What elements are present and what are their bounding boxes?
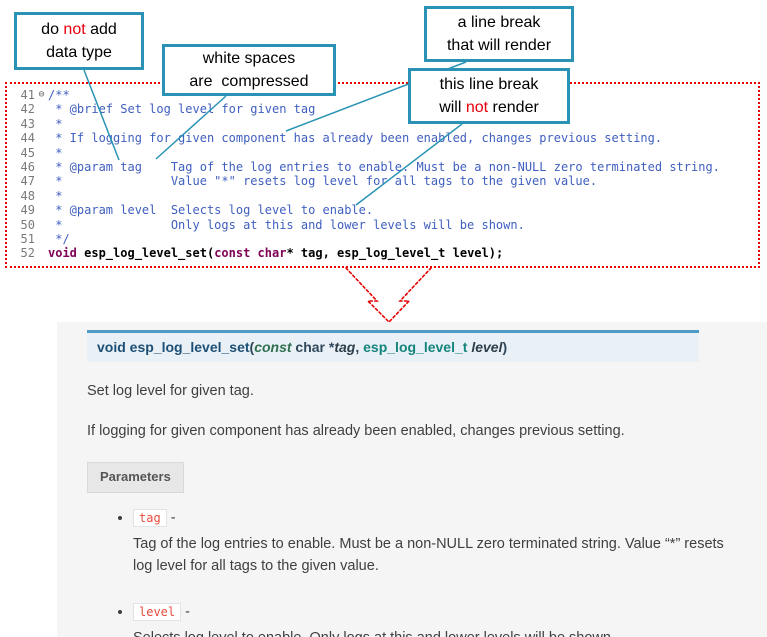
code-text: * Value "*" resets log level for all tag… xyxy=(48,174,598,189)
code-line: 45 * xyxy=(13,146,752,160)
code-line: 51 */ xyxy=(13,232,752,246)
fold-spacer xyxy=(35,189,48,203)
code-line: 43 * xyxy=(13,117,752,131)
signature-token: ) xyxy=(502,339,508,355)
signature-token: void xyxy=(97,339,130,355)
callout-line-break-renders: a line break that will render xyxy=(424,6,574,62)
callout-line-break-not-render: this line break will not render xyxy=(408,68,570,124)
code-text: * @param level Selects log level to enab… xyxy=(48,203,374,218)
code-text: * If logging for given component has alr… xyxy=(48,131,663,146)
line-number: 42 xyxy=(20,102,35,117)
code-lines: 41⊖/**42 * @brief Set log level for give… xyxy=(13,88,752,261)
code-line: 52 void esp_log_level_set(const char* tag… xyxy=(13,246,752,260)
brief-description: Set log level for given tag. xyxy=(87,383,254,399)
code-text: * @brief Set log level for given tag xyxy=(48,102,316,117)
callout-no-datatype: do not add data type xyxy=(14,12,144,70)
detailed-description: If logging for given component has alrea… xyxy=(87,423,625,439)
code-line: 49 * @param level Selects log level to e… xyxy=(13,203,752,217)
signature-token: char * xyxy=(291,339,335,355)
callout-text: that will render xyxy=(446,37,552,54)
callout-whitespace-compressed: white spaces are compressed xyxy=(162,44,336,96)
param-description: Tag of the log entries to enable. Must b… xyxy=(133,536,724,574)
fold-spacer xyxy=(35,160,48,174)
fold-spacer xyxy=(35,146,48,160)
callout-text: will not render xyxy=(439,99,539,116)
line-number: 46 xyxy=(20,159,35,174)
fold-collapse-icon[interactable]: ⊖ xyxy=(38,89,45,100)
code-text: * xyxy=(48,145,63,160)
fold-spacer xyxy=(35,203,48,217)
line-number: 52 xyxy=(20,246,35,261)
renders-to-arrow xyxy=(345,267,432,324)
eclipse-code-editor: 41⊖/**42 * @brief Set log level for give… xyxy=(5,82,760,268)
param-separator: - xyxy=(166,510,176,526)
callout-text: this line break xyxy=(439,76,539,93)
code-text: * xyxy=(48,188,63,203)
callout-text: a line break xyxy=(457,14,541,31)
fold-spacer xyxy=(35,131,48,145)
fold-spacer xyxy=(35,232,48,246)
line-number: 49 xyxy=(20,203,35,218)
line-number: 47 xyxy=(20,174,35,189)
param-description: Selects log level to enable. Only logs a… xyxy=(133,627,733,637)
code-line: 44 * If logging for given component has … xyxy=(13,131,752,145)
callout-text: data type xyxy=(46,44,112,61)
line-number: 43 xyxy=(20,116,35,131)
function-signature: void esp_log_level_set(const char *tag, … xyxy=(87,330,699,362)
line-number: 45 xyxy=(20,145,35,160)
fold-spacer xyxy=(35,246,48,260)
signature-token: esp_log_level_t xyxy=(363,339,472,355)
code-line: 46 * @param tag Tag of the log entries t… xyxy=(13,160,752,174)
line-number: 41 xyxy=(20,88,35,102)
signature-token: level xyxy=(471,339,503,355)
code-text: /** xyxy=(48,88,70,102)
callout-text: white spaces xyxy=(202,50,296,67)
code-text: void esp_log_level_set(const char* tag, … xyxy=(48,246,504,261)
param-name-literal: level xyxy=(133,603,182,621)
signature-token: , xyxy=(355,339,364,355)
code-line: 42 * @brief Set log level for given tag xyxy=(13,102,752,116)
code-line: 41⊖/** xyxy=(13,88,752,102)
code-text: * @param tag Tag of the log entries to e… xyxy=(48,159,720,174)
line-number: 44 xyxy=(20,131,35,146)
parameters-label: Parameters xyxy=(87,462,184,493)
callout-text: are compressed xyxy=(189,73,309,90)
signature-token: tag xyxy=(334,339,356,355)
signature-token: const xyxy=(254,339,292,355)
signature-token: ( xyxy=(249,339,255,355)
param-separator: - xyxy=(181,604,190,620)
code-line: 48 * xyxy=(13,189,752,203)
code-line: 47 * Value "*" resets log level for all … xyxy=(13,174,752,188)
param-item: level - Selects log level to enable. Only… xyxy=(133,601,767,637)
code-text: */ xyxy=(48,231,70,246)
line-number: 48 xyxy=(20,188,35,203)
fold-spacer xyxy=(35,218,48,232)
param-name-literal: tag xyxy=(133,509,167,527)
line-number: 51 xyxy=(20,231,35,246)
signature-token: esp_log_level_set xyxy=(129,339,250,355)
fold-spacer xyxy=(35,102,48,116)
code-line: 50 * Only logs at this and lower levels … xyxy=(13,218,752,232)
param-item: tag - Tag of the log entries to enable. M… xyxy=(133,507,767,577)
fold-spacer xyxy=(35,174,48,188)
line-number: 50 xyxy=(20,217,35,232)
code-text: * xyxy=(48,116,63,131)
rendered-doc-panel: void esp_log_level_set(const char *tag, … xyxy=(57,322,767,637)
code-text: * Only logs at this and lower levels wil… xyxy=(48,217,525,232)
fold-spacer xyxy=(35,117,48,131)
callout-text: do not add xyxy=(41,21,117,38)
param-list: tag - Tag of the log entries to enable. M… xyxy=(57,507,767,637)
